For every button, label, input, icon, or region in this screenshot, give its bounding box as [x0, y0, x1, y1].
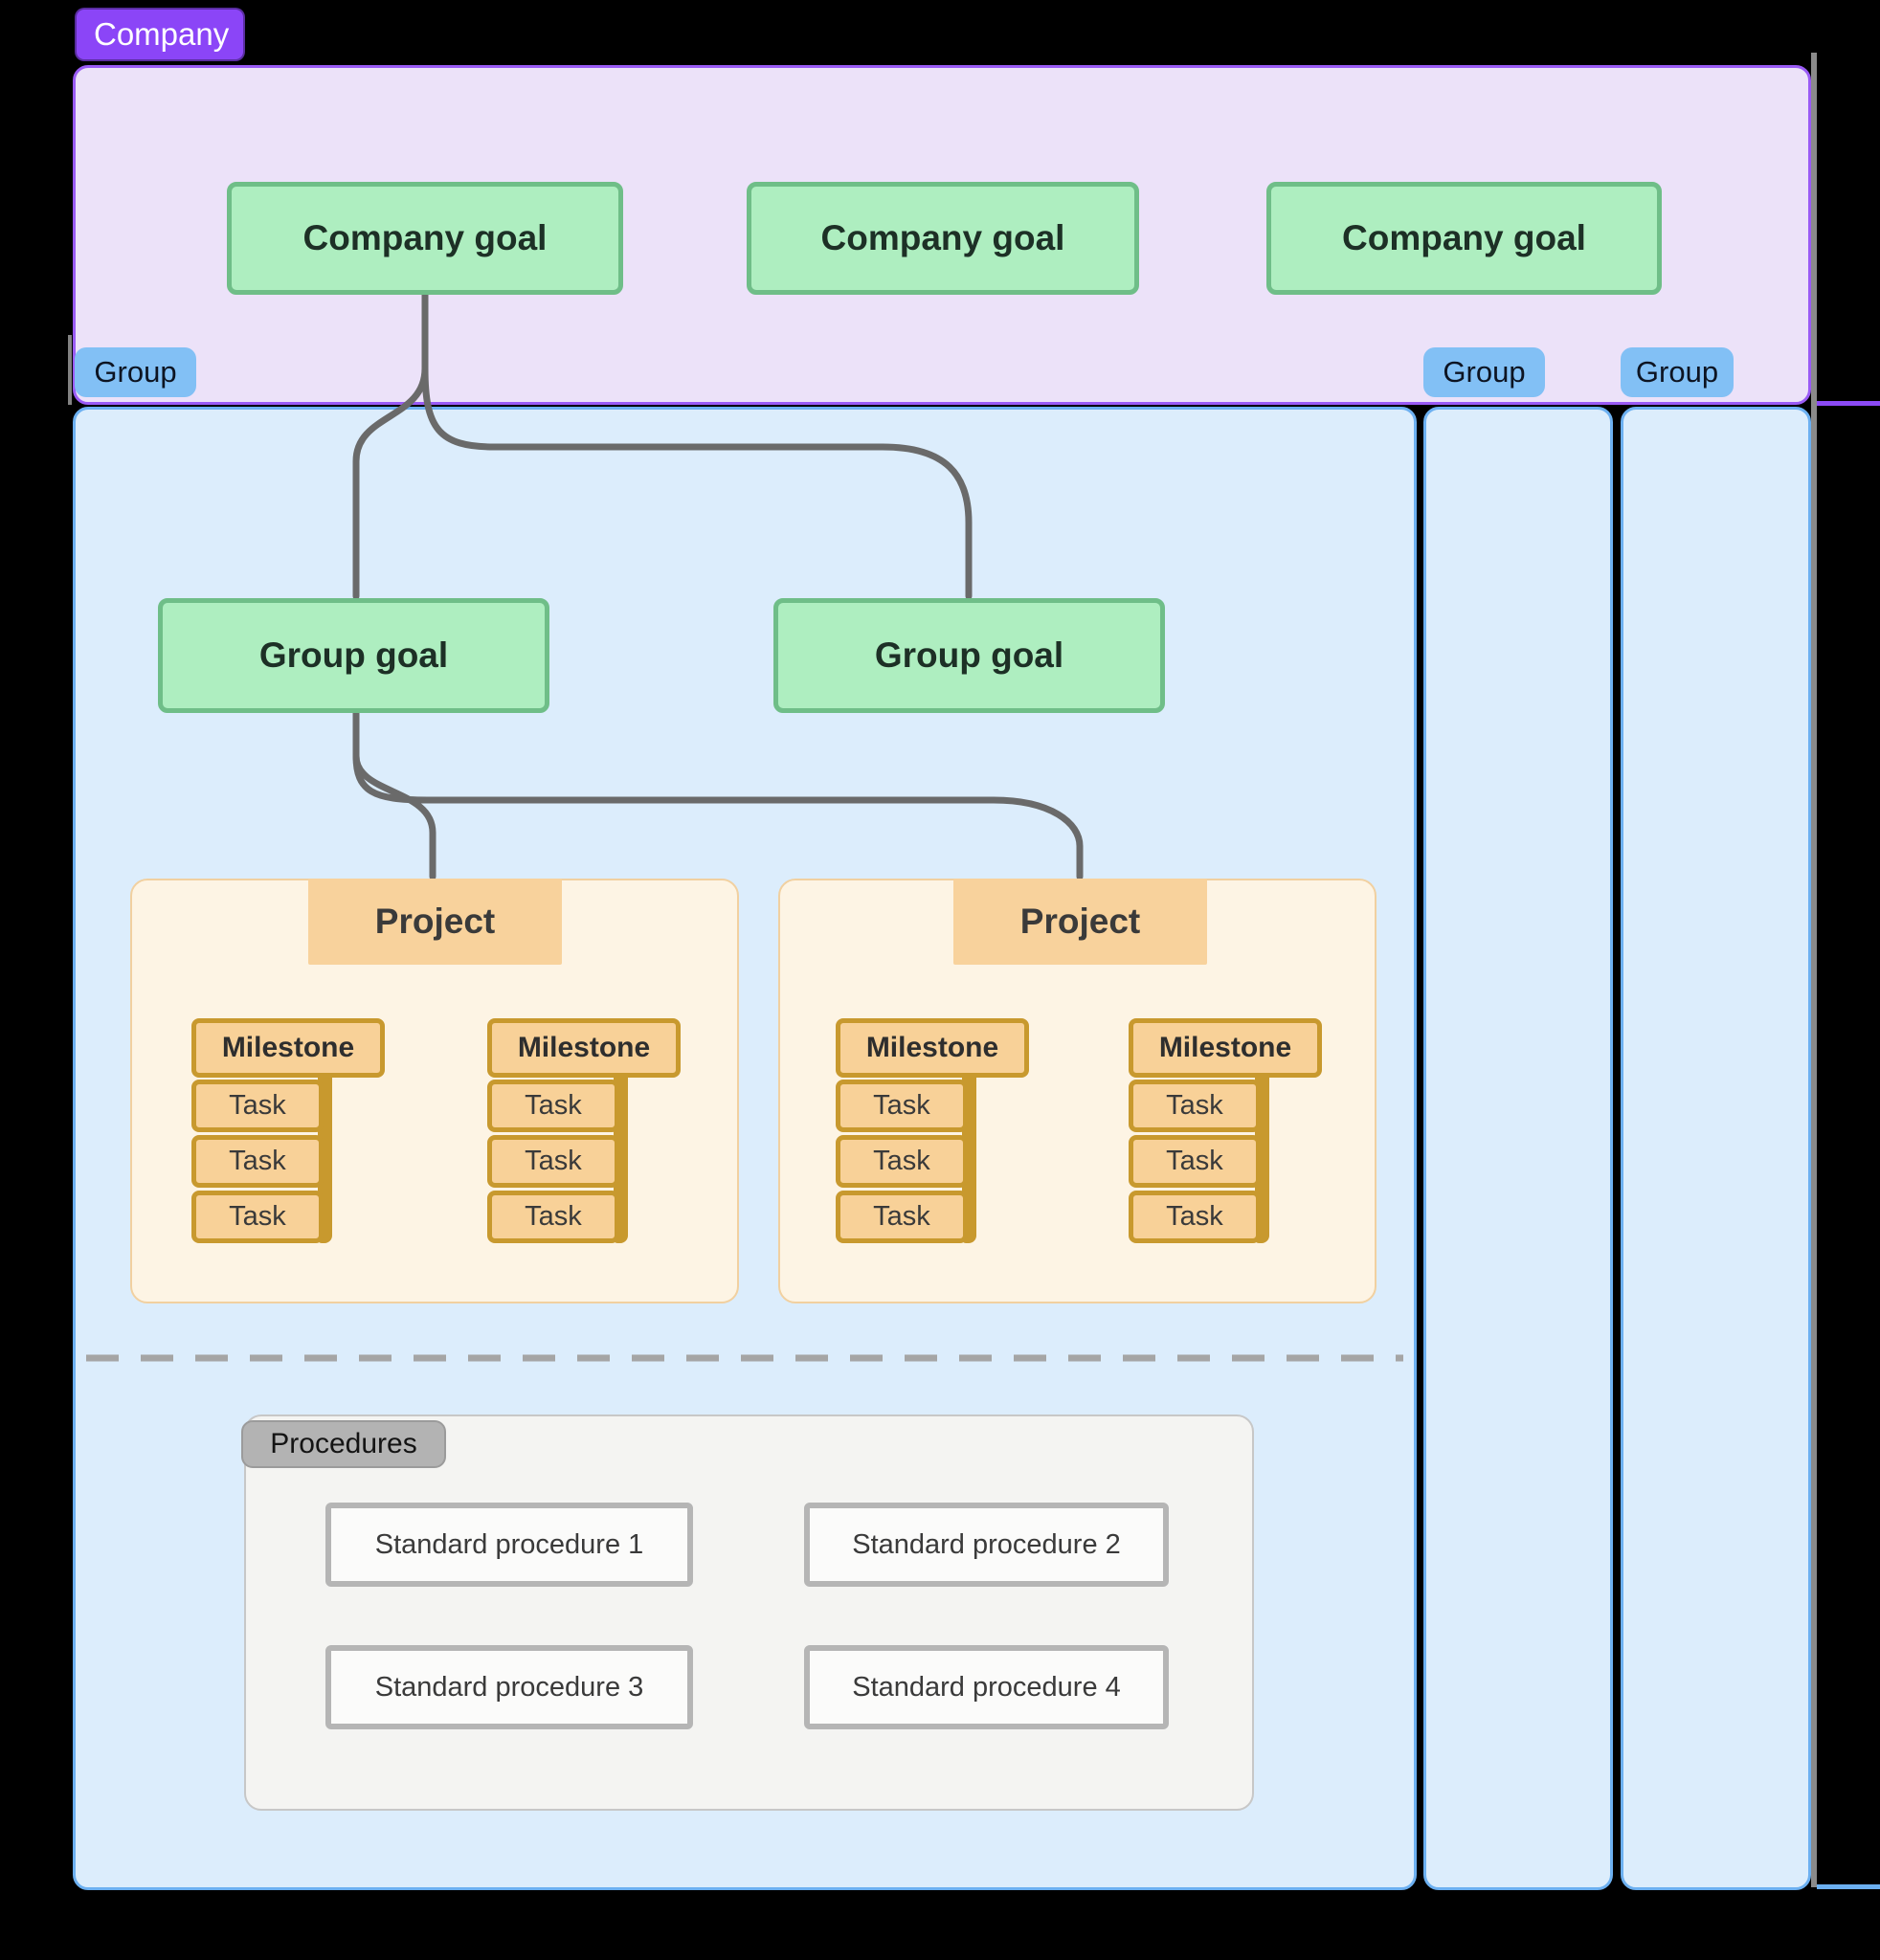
standard-procedure-4: Standard procedure 4	[804, 1645, 1169, 1729]
task: Task	[836, 1080, 968, 1132]
task: Task	[487, 1191, 619, 1243]
milestone: Milestone	[1129, 1018, 1322, 1078]
procedures-panel	[244, 1414, 1254, 1811]
window-edge	[68, 335, 72, 405]
company-goal-3: Company goal	[1266, 182, 1662, 295]
task: Task	[487, 1080, 619, 1132]
group-border-clip	[1817, 1884, 1880, 1889]
scrollbar[interactable]	[1811, 53, 1817, 1887]
standard-procedure-3: Standard procedure 3	[325, 1645, 693, 1729]
task: Task	[836, 1191, 968, 1243]
task: Task	[191, 1135, 324, 1188]
group-tag-3: Group	[1621, 347, 1734, 397]
task: Task	[1129, 1191, 1261, 1243]
standard-procedure-2: Standard procedure 2	[804, 1503, 1169, 1587]
group-container-2	[1423, 407, 1613, 1890]
task: Task	[191, 1191, 324, 1243]
company-goal-1: Company goal	[227, 182, 623, 295]
milestone: Milestone	[836, 1018, 1029, 1078]
group-goal-2: Group goal	[773, 598, 1165, 713]
company-goal-2: Company goal	[747, 182, 1139, 295]
milestone: Milestone	[487, 1018, 681, 1078]
milestone: Milestone	[191, 1018, 385, 1078]
standard-procedure-1: Standard procedure 1	[325, 1503, 693, 1587]
group-goal-1: Group goal	[158, 598, 549, 713]
task: Task	[487, 1135, 619, 1188]
task: Task	[191, 1080, 324, 1132]
task: Task	[836, 1135, 968, 1188]
project-tab-2: Project	[953, 879, 1207, 965]
company-tag: Company	[75, 8, 245, 61]
task: Task	[1129, 1135, 1261, 1188]
company-border-clip	[1817, 401, 1880, 406]
group-tag-1: Group	[75, 347, 196, 397]
procedures-tag: Procedures	[241, 1420, 446, 1468]
project-tab-1: Project	[308, 879, 562, 965]
task: Task	[1129, 1080, 1261, 1132]
group-tag-2: Group	[1423, 347, 1545, 397]
group-container-3	[1621, 407, 1811, 1890]
